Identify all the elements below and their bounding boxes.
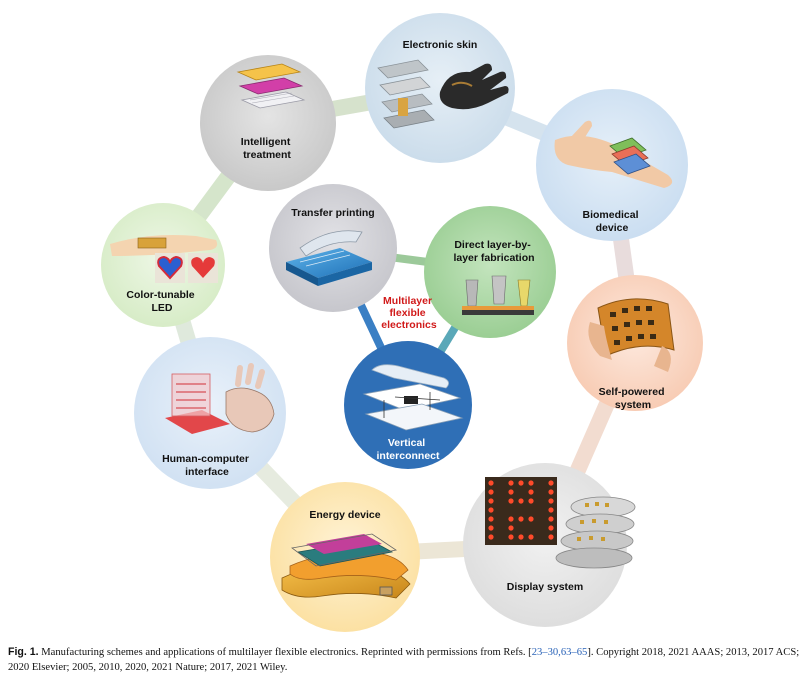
- node-title-display-system: Display system: [507, 581, 583, 593]
- display-led-dot: [518, 480, 524, 486]
- led-arm-illustration: [110, 235, 218, 256]
- node-direct-layer-fabrication: Direct layer-by- layer fabrication: [424, 206, 556, 338]
- node-title-human-computer-interface: Human-computer interface: [162, 453, 252, 478]
- node-electronic-skin: Electronic skin: [365, 13, 515, 163]
- display-led-dot: [528, 480, 534, 486]
- intelligent-treatment-layers-illustration: [236, 63, 306, 109]
- display-led-dot: [488, 534, 494, 540]
- electronic-skin-layers-illustration: [377, 59, 435, 129]
- display-led-dot: [518, 516, 524, 522]
- electronic-skin-glove-illustration: [439, 63, 509, 110]
- node-human-computer-interface: Human-computer interface: [134, 337, 286, 489]
- direct-fabrication-nozzles-illustration: [462, 275, 534, 315]
- node-biomedical-device: Biomedical device: [536, 89, 688, 241]
- display-led-dot: [488, 516, 494, 522]
- display-led-dot: [548, 489, 554, 495]
- node-title-color-tunable-led: Color-tunable LED: [126, 289, 197, 314]
- hci-hand-illustration: [225, 363, 275, 433]
- figure-diagram: Electronic skin Biomedical device: [101, 13, 703, 632]
- display-led-dot: [548, 534, 554, 540]
- display-led-dot: [528, 489, 534, 495]
- caption-text-start: Manufacturing schemes and applications o…: [38, 647, 532, 658]
- display-stacked-layers-illustration: [555, 496, 636, 569]
- display-led-dot: [528, 516, 534, 522]
- node-title-biomedical-device: Biomedical device: [583, 209, 642, 234]
- node-title-vertical-interconnect: Vertical interconnect: [376, 437, 440, 462]
- node-title-intelligent-treatment: Intelligent treatment: [241, 136, 294, 161]
- node-display-system: Display system: [463, 463, 636, 627]
- caption-refs-link[interactable]: 23–30,63–65: [531, 647, 588, 658]
- led-heart-red-illustration: [188, 253, 218, 283]
- energy-device-stack-illustration: [281, 533, 411, 599]
- center-title: Multilayer flexible electronics: [381, 295, 437, 331]
- node-title-direct-layer-fabrication: Direct layer-by- layer fabrication: [453, 239, 534, 264]
- node-intelligent-treatment: Intelligent treatment: [200, 55, 336, 191]
- node-title-electronic-skin: Electronic skin: [403, 39, 478, 51]
- display-led-dot: [528, 498, 534, 504]
- node-title-energy-device: Energy device: [309, 509, 380, 521]
- node-color-tunable-led: Color-tunable LED: [101, 203, 225, 327]
- hci-chip-illustration: [165, 373, 230, 434]
- display-led-dot: [548, 516, 554, 522]
- display-led-dot: [508, 525, 514, 531]
- display-led-dot: [548, 498, 554, 504]
- display-led-dot: [488, 507, 494, 513]
- biomedical-device-illustration: [609, 137, 651, 175]
- display-led-dot: [508, 480, 514, 486]
- display-led-dot: [548, 480, 554, 486]
- caption-text-end: ]. Copyright 2018, 2021 AAAS; 2013, 2017…: [8, 647, 800, 673]
- node-energy-device: Energy device: [270, 482, 420, 632]
- node-transfer-printing: Transfer printing: [269, 184, 397, 312]
- display-led-dot: [488, 498, 494, 504]
- node-vertical-interconnect: Vertical interconnect: [344, 341, 472, 469]
- node-self-powered-system: Self-powered system: [567, 275, 703, 411]
- display-led-dot: [488, 525, 494, 531]
- node-title-self-powered-system: Self-powered system: [599, 386, 668, 411]
- caption-label: Fig. 1.: [8, 646, 39, 658]
- display-led-dot: [508, 498, 514, 504]
- led-heart-blue-illustration: [155, 253, 185, 283]
- display-led-dot: [488, 480, 494, 486]
- display-led-dot: [528, 534, 534, 540]
- self-powered-film-illustration: [588, 298, 675, 372]
- node-title-transfer-printing: Transfer printing: [291, 207, 374, 219]
- display-led-dot: [508, 489, 514, 495]
- display-led-dot: [548, 507, 554, 513]
- vertical-interconnect-layers-illustration: [362, 364, 464, 431]
- display-led-matrix-illustration: [485, 477, 557, 545]
- display-led-dot: [508, 516, 514, 522]
- figure-caption: Fig. 1. Manufacturing schemes and applic…: [8, 645, 803, 675]
- display-led-dot: [508, 534, 514, 540]
- display-led-dot: [518, 534, 524, 540]
- display-led-dot: [548, 525, 554, 531]
- display-led-dot: [518, 498, 524, 504]
- transfer-printing-illustration: [286, 230, 372, 286]
- display-led-dot: [488, 489, 494, 495]
